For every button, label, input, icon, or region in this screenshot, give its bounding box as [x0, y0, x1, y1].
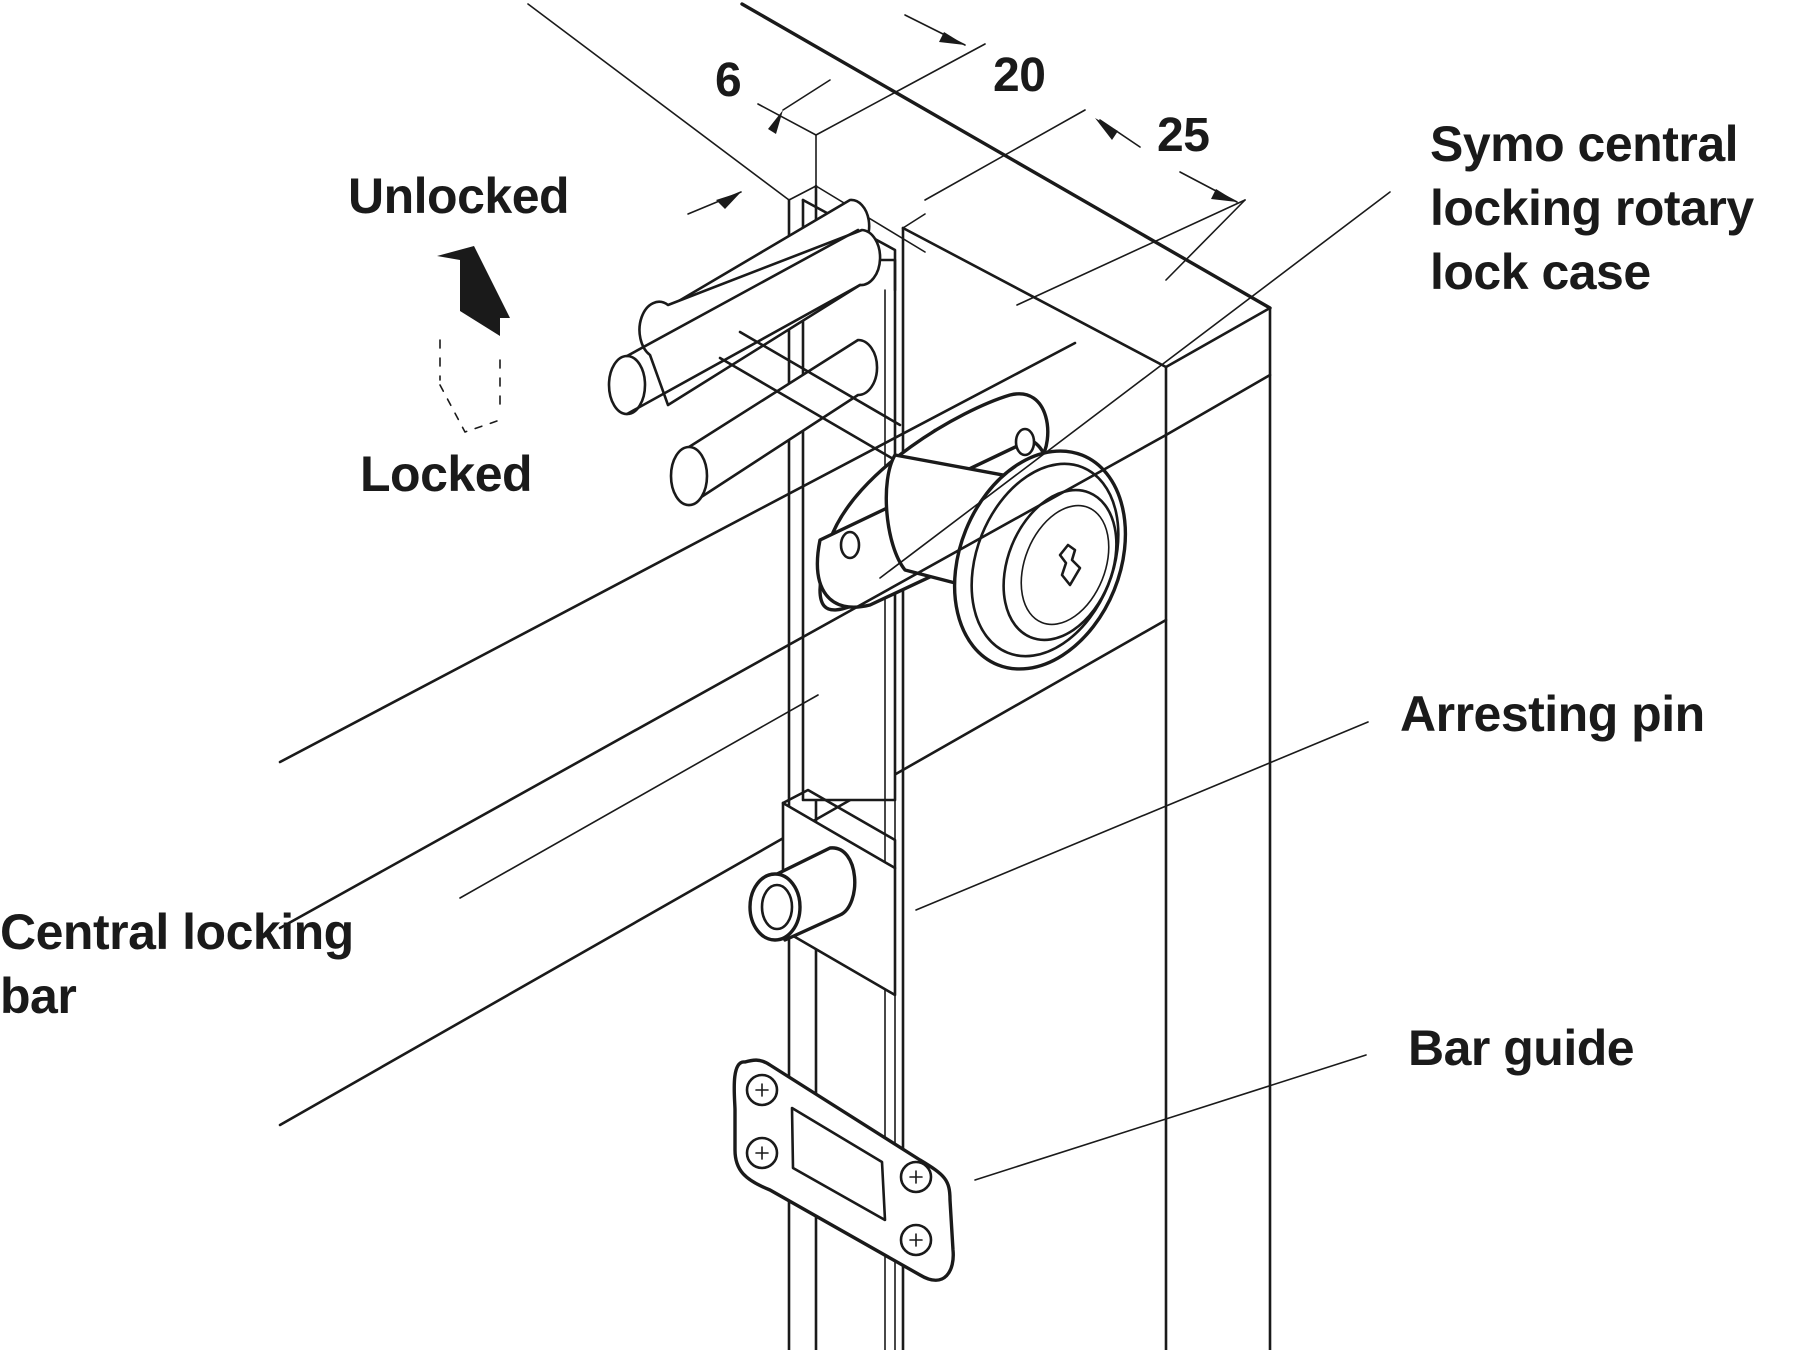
- rotary-lock: [815, 392, 1128, 671]
- arrow-dim-25-top: [1095, 118, 1118, 140]
- arrow-dim-6-left: [716, 192, 741, 209]
- rod-lower: [687, 338, 879, 507]
- callout-lock-case-line1: Symo central: [1430, 116, 1739, 172]
- arresting-pin: [748, 788, 897, 997]
- leader-lines: [459, 191, 1391, 1181]
- arrow-dim-6-right: [768, 110, 783, 134]
- callout-lock-case-line3: lock case: [1430, 244, 1651, 300]
- callout-bar-guide: Bar guide: [1408, 1020, 1635, 1076]
- rod-upper-end: [607, 354, 647, 416]
- dimension-6-label: 6: [715, 54, 742, 107]
- drawer-line-1: [278, 341, 1077, 764]
- dimension-lines: [527, 3, 1246, 306]
- dim-extension-6-right: [757, 103, 817, 136]
- keyhole-icon: [1058, 543, 1082, 587]
- dim-line-20: [815, 43, 986, 136]
- carcass-top-right-edge: [1164, 306, 1272, 369]
- unlocked-label: Unlocked: [348, 168, 570, 224]
- callout-locking-bar: Central locking bar: [0, 900, 354, 1028]
- dim-line-25b: [1165, 199, 1246, 281]
- rod-upper: [638, 228, 882, 407]
- drawer-gap-line-lower: [278, 618, 1168, 1127]
- leader-bar-guide: [974, 1054, 1367, 1181]
- rail-top: [788, 185, 817, 201]
- carcass-top-back-edge: [740, 2, 1272, 310]
- lock-screw-bottom: [839, 530, 861, 560]
- carcass-top-corner: [902, 213, 926, 229]
- state-arrow: [437, 246, 510, 433]
- leader-arresting-pin: [915, 721, 1369, 911]
- locking-rods: [607, 198, 937, 507]
- dim-line-25a: [924, 109, 1086, 201]
- callout-locking-bar-line2: bar: [0, 968, 77, 1024]
- dim-extension-6-left: [527, 3, 790, 201]
- callout-lock-case-line2: locking rotary: [1430, 180, 1754, 236]
- dimension-20-label: 20: [993, 49, 1046, 102]
- rod-lower-end: [669, 445, 709, 507]
- drawer-lines: [278, 341, 1272, 930]
- unlocked-arrow-icon: [437, 246, 510, 336]
- lock-face-inner: [1002, 488, 1118, 642]
- leader-locking-bar: [459, 694, 819, 899]
- dimension-25-label: 25: [1157, 109, 1210, 162]
- lock-screw-top: [1014, 427, 1036, 457]
- callout-lock-case: Symo central locking rotary lock case: [1430, 112, 1754, 304]
- callout-locking-bar-line1: Central locking: [0, 904, 354, 960]
- drawer-line-2: [278, 433, 1168, 930]
- bar-guide: [732, 1058, 955, 1282]
- leader-lock-case: [879, 191, 1391, 579]
- bar-guide-slot: [790, 1106, 887, 1222]
- callout-arresting-pin: Arresting pin: [1400, 686, 1705, 742]
- locked-label: Locked: [360, 446, 533, 502]
